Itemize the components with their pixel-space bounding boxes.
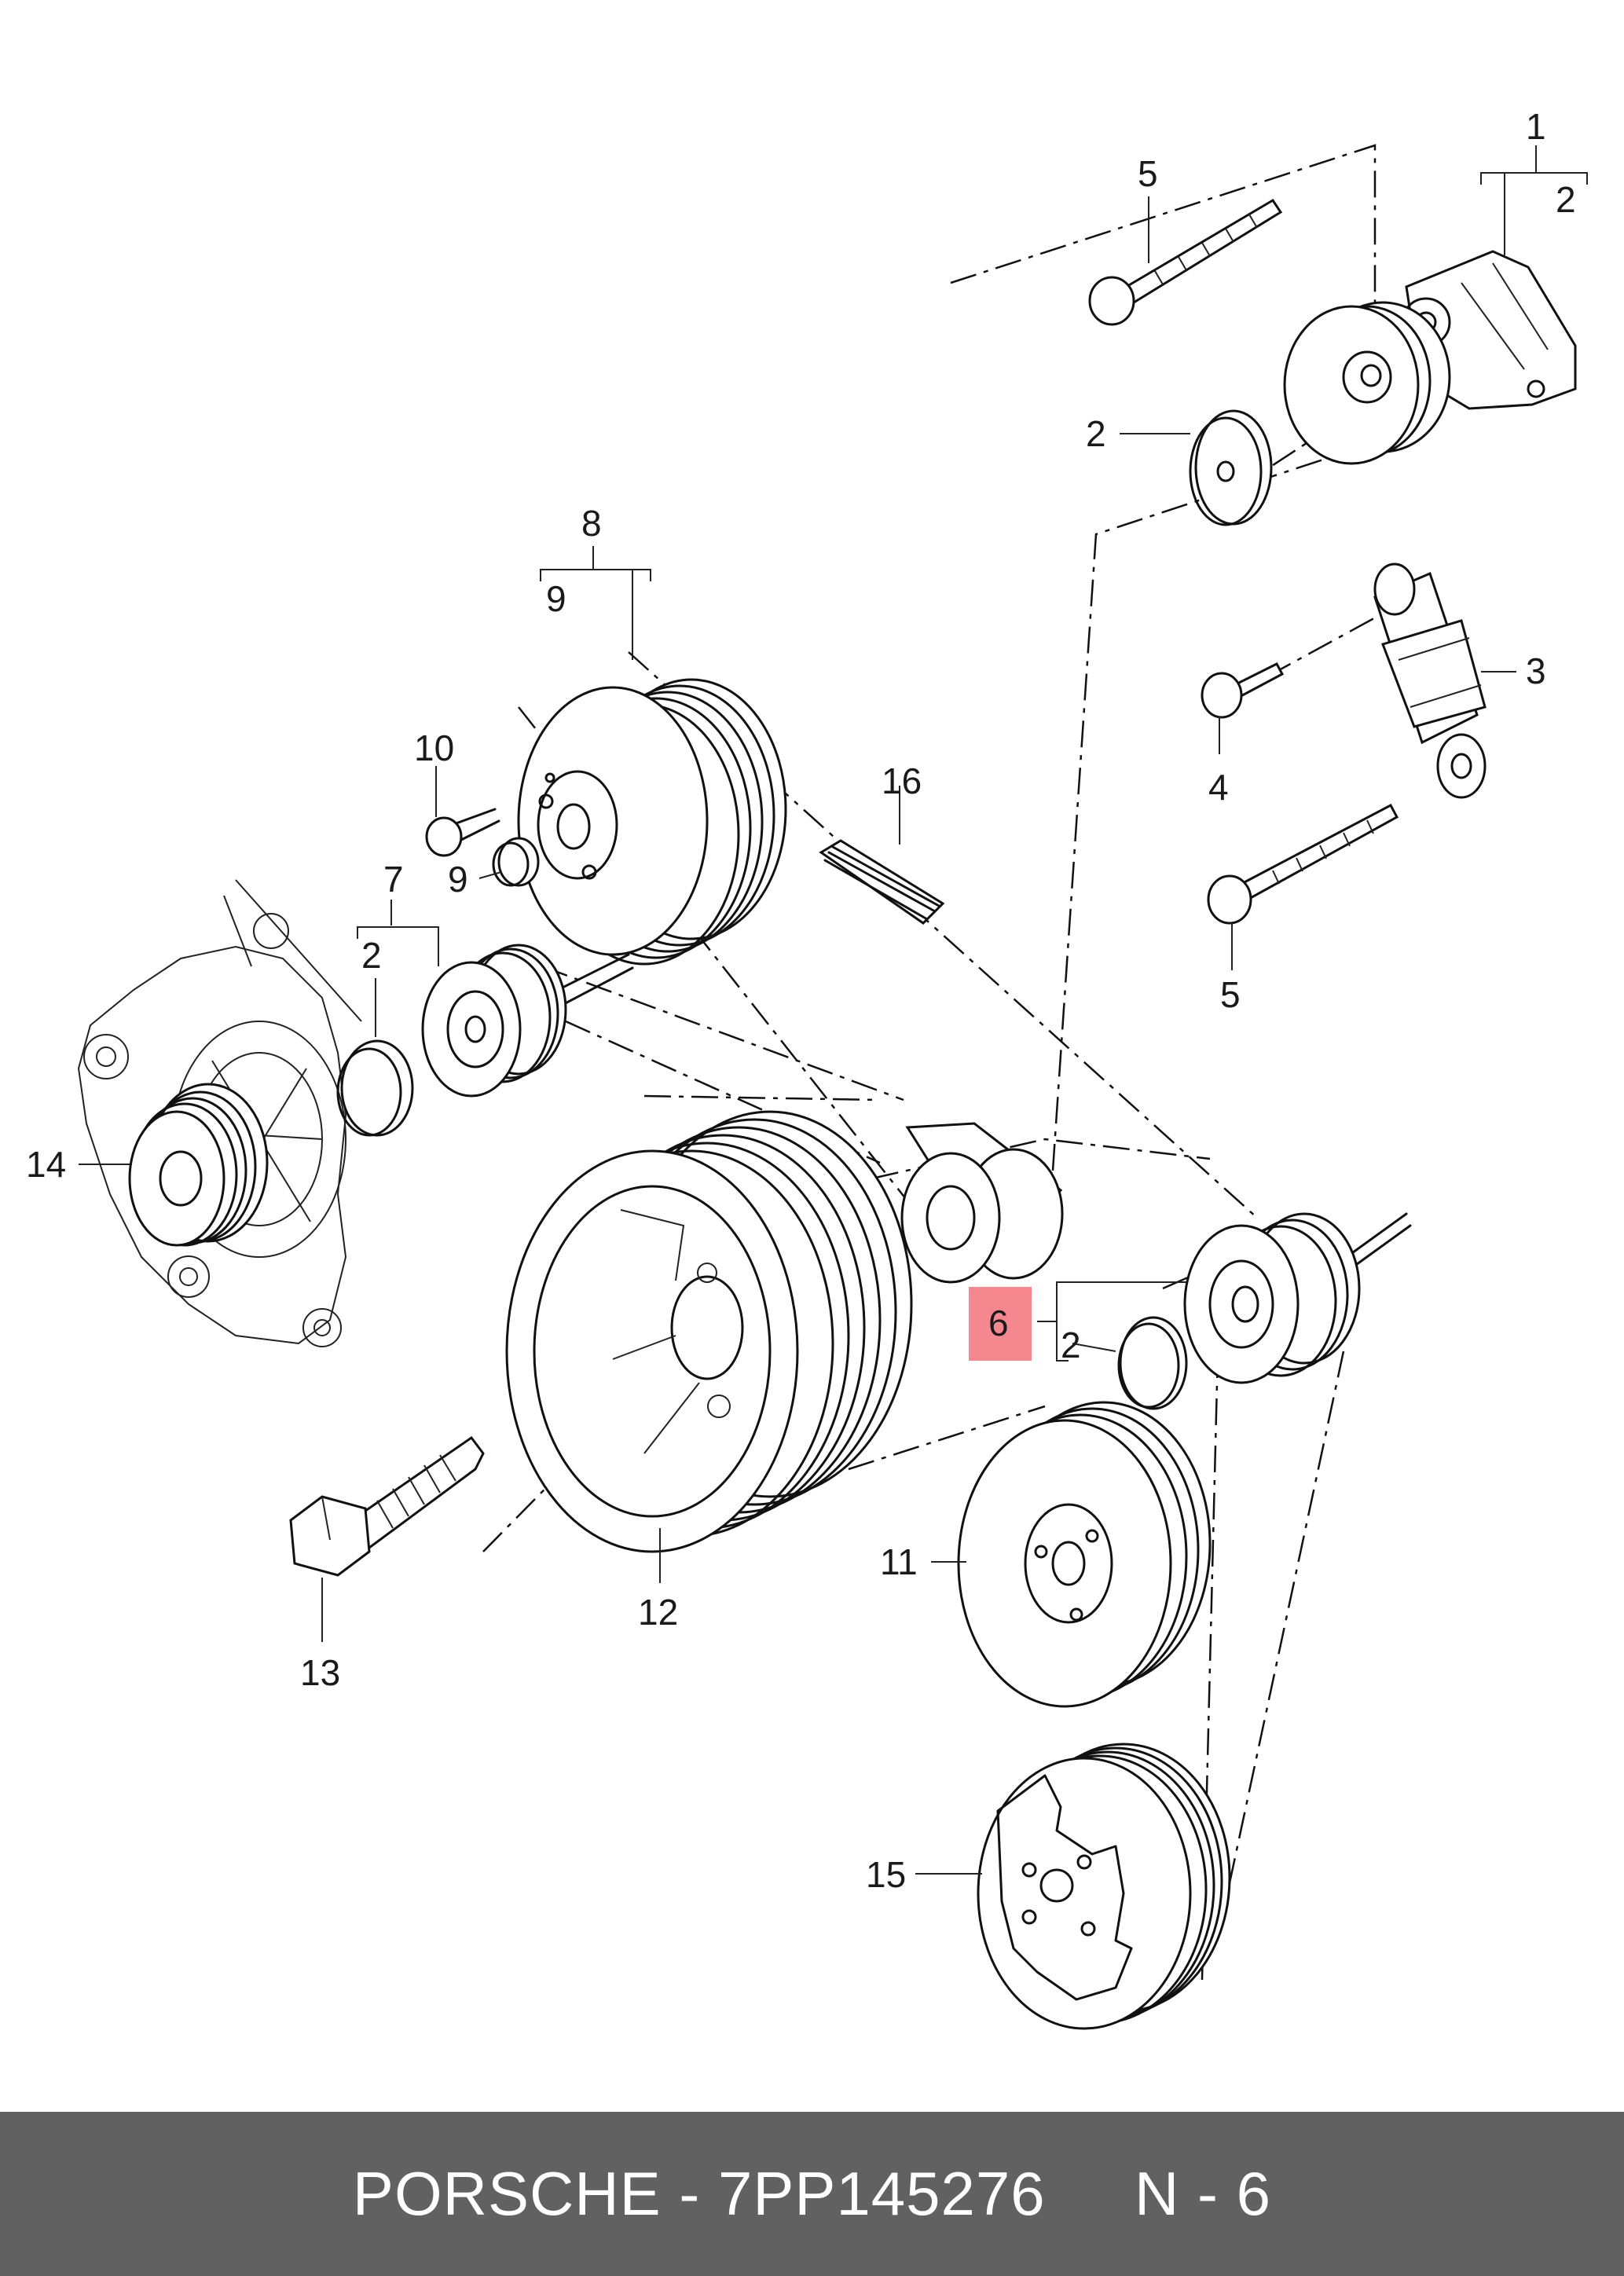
part-14-alternator bbox=[77, 879, 362, 1347]
part-5-bolt-top bbox=[1088, 198, 1283, 326]
callout-13: 13 bbox=[300, 1652, 340, 1693]
part-8-upper-pulley bbox=[517, 678, 787, 966]
part-15-pulley bbox=[977, 1743, 1231, 2030]
callout-15: 15 bbox=[866, 1854, 906, 1895]
callout-6: 6 bbox=[988, 1303, 1009, 1343]
part-2-cover-top bbox=[1189, 409, 1273, 526]
highlight-part-6 bbox=[969, 1287, 1032, 1361]
part-5-bolt-bottom bbox=[1207, 803, 1399, 925]
part-1-tensioner bbox=[1283, 250, 1577, 465]
part-6-tensioner-pulley[interactable] bbox=[1117, 1212, 1412, 1410]
callout-11: 11 bbox=[880, 1541, 918, 1582]
belt-drive-parts-diagram: 1 2 5 2 3 4 5 8 9 10 9 16 7 2 14 6 2 11 … bbox=[26, 106, 1588, 2030]
part-9-cap bbox=[492, 837, 540, 887]
callout-14: 14 bbox=[26, 1144, 66, 1185]
callout-9-upper: 9 bbox=[546, 578, 566, 619]
part-3-damper bbox=[1373, 563, 1487, 799]
callout-12: 12 bbox=[638, 1592, 678, 1633]
callout-5-bottom: 5 bbox=[1220, 974, 1241, 1015]
callout-2-cover: 2 bbox=[1086, 413, 1106, 454]
part-4-bolt bbox=[1201, 662, 1285, 719]
center-idler-pulley bbox=[900, 1122, 1064, 1284]
part-16-belt bbox=[819, 839, 945, 925]
callout-1: 1 bbox=[1526, 106, 1546, 147]
footer-part-number: PORSCHE - 7PP145276 N - 6 bbox=[352, 2159, 1272, 2228]
part-13-crank-bolt bbox=[289, 1435, 485, 1577]
leader-lines bbox=[79, 145, 1588, 1875]
footer-bar: PORSCHE - 7PP145276 N - 6 bbox=[0, 2112, 1624, 2276]
part-7-idler-pulley bbox=[336, 944, 634, 1137]
callout-2-tensioner: 2 bbox=[1061, 1325, 1081, 1365]
callout-16: 16 bbox=[882, 760, 922, 801]
callout-8: 8 bbox=[581, 503, 602, 544]
callout-10: 10 bbox=[414, 728, 454, 768]
callout-labels: 1 2 5 2 3 4 5 8 9 10 9 16 7 2 14 6 2 11 … bbox=[26, 106, 1576, 1895]
callout-7: 7 bbox=[383, 859, 404, 900]
callout-4: 4 bbox=[1208, 767, 1229, 808]
callout-2-top-right: 2 bbox=[1556, 179, 1576, 220]
callout-2-left: 2 bbox=[361, 935, 382, 976]
callout-9-lower: 9 bbox=[448, 859, 468, 900]
part-10-bolt bbox=[425, 808, 500, 857]
alternator-pulley bbox=[128, 1083, 269, 1247]
callout-3: 3 bbox=[1526, 651, 1546, 691]
part-12-crank-pulley bbox=[505, 1110, 913, 1553]
callout-5-top: 5 bbox=[1138, 153, 1158, 194]
part-11-pulley bbox=[957, 1401, 1212, 1708]
